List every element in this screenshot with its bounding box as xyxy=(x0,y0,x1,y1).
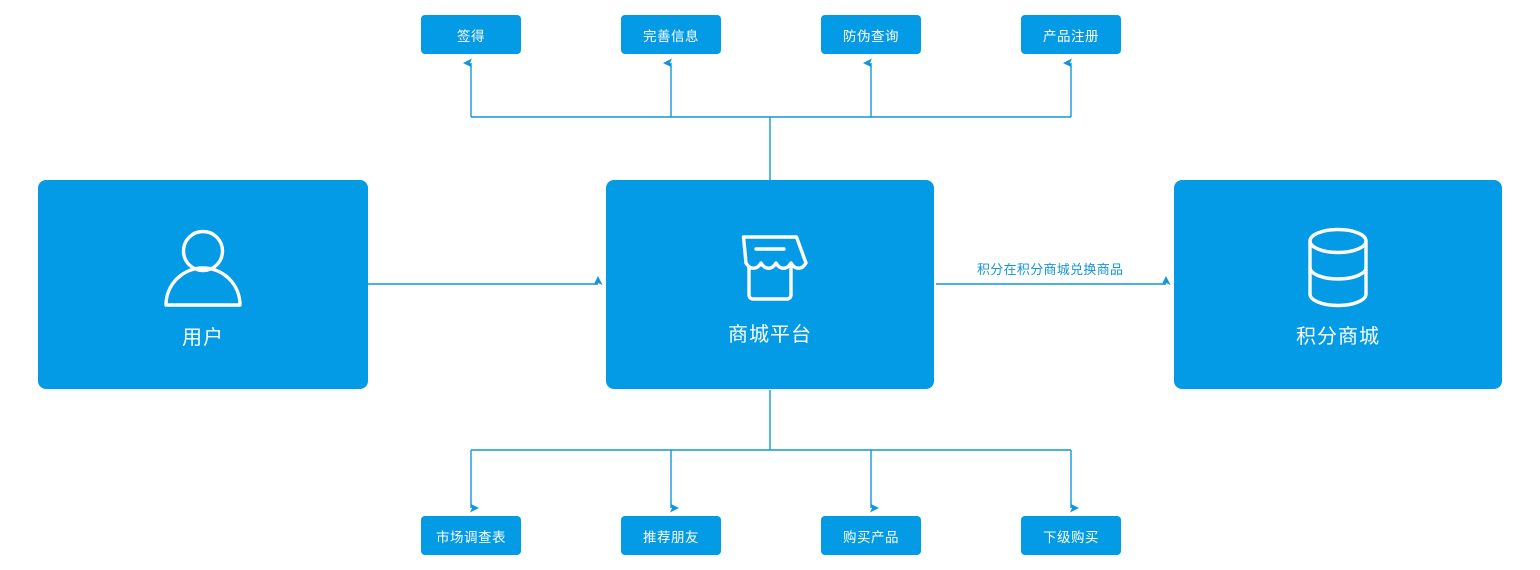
chip-label: 防伪查询 xyxy=(843,28,899,44)
chip-bottom-3[interactable]: 购买产品 xyxy=(821,516,921,555)
edge-label-points-exchange: 积分在积分商城兑换商品 xyxy=(977,262,1124,277)
node-label-points-mall: 积分商城 xyxy=(1296,325,1380,348)
chip-label: 签得 xyxy=(457,28,485,44)
chip-bottom-4[interactable]: 下级购买 xyxy=(1021,516,1121,555)
chip-top-1[interactable]: 签得 xyxy=(421,15,521,54)
node-card-points-mall[interactable]: 积分商城 xyxy=(1174,180,1502,389)
node-card-platform[interactable]: 商城平台 xyxy=(606,180,934,389)
chip-label: 推荐朋友 xyxy=(643,529,699,545)
chip-label: 购买产品 xyxy=(843,529,899,545)
chip-top-4[interactable]: 产品注册 xyxy=(1021,15,1121,54)
chip-label: 完善信息 xyxy=(643,28,699,44)
chip-bottom-2[interactable]: 推荐朋友 xyxy=(621,516,721,555)
chip-top-2[interactable]: 完善信息 xyxy=(621,15,721,54)
chip-label: 产品注册 xyxy=(1043,28,1099,44)
chip-top-3[interactable]: 防伪查询 xyxy=(821,15,921,54)
user-icon xyxy=(157,222,249,314)
chip-label: 市场调查表 xyxy=(436,529,506,545)
node-label-user: 用户 xyxy=(182,326,224,349)
chip-bottom-1[interactable]: 市场调查表 xyxy=(421,516,521,555)
shop-icon xyxy=(727,225,813,311)
node-card-user[interactable]: 用户 xyxy=(38,180,368,389)
chip-label: 下级购买 xyxy=(1043,529,1099,545)
database-icon xyxy=(1296,223,1380,313)
node-label-platform: 商城平台 xyxy=(728,323,812,346)
